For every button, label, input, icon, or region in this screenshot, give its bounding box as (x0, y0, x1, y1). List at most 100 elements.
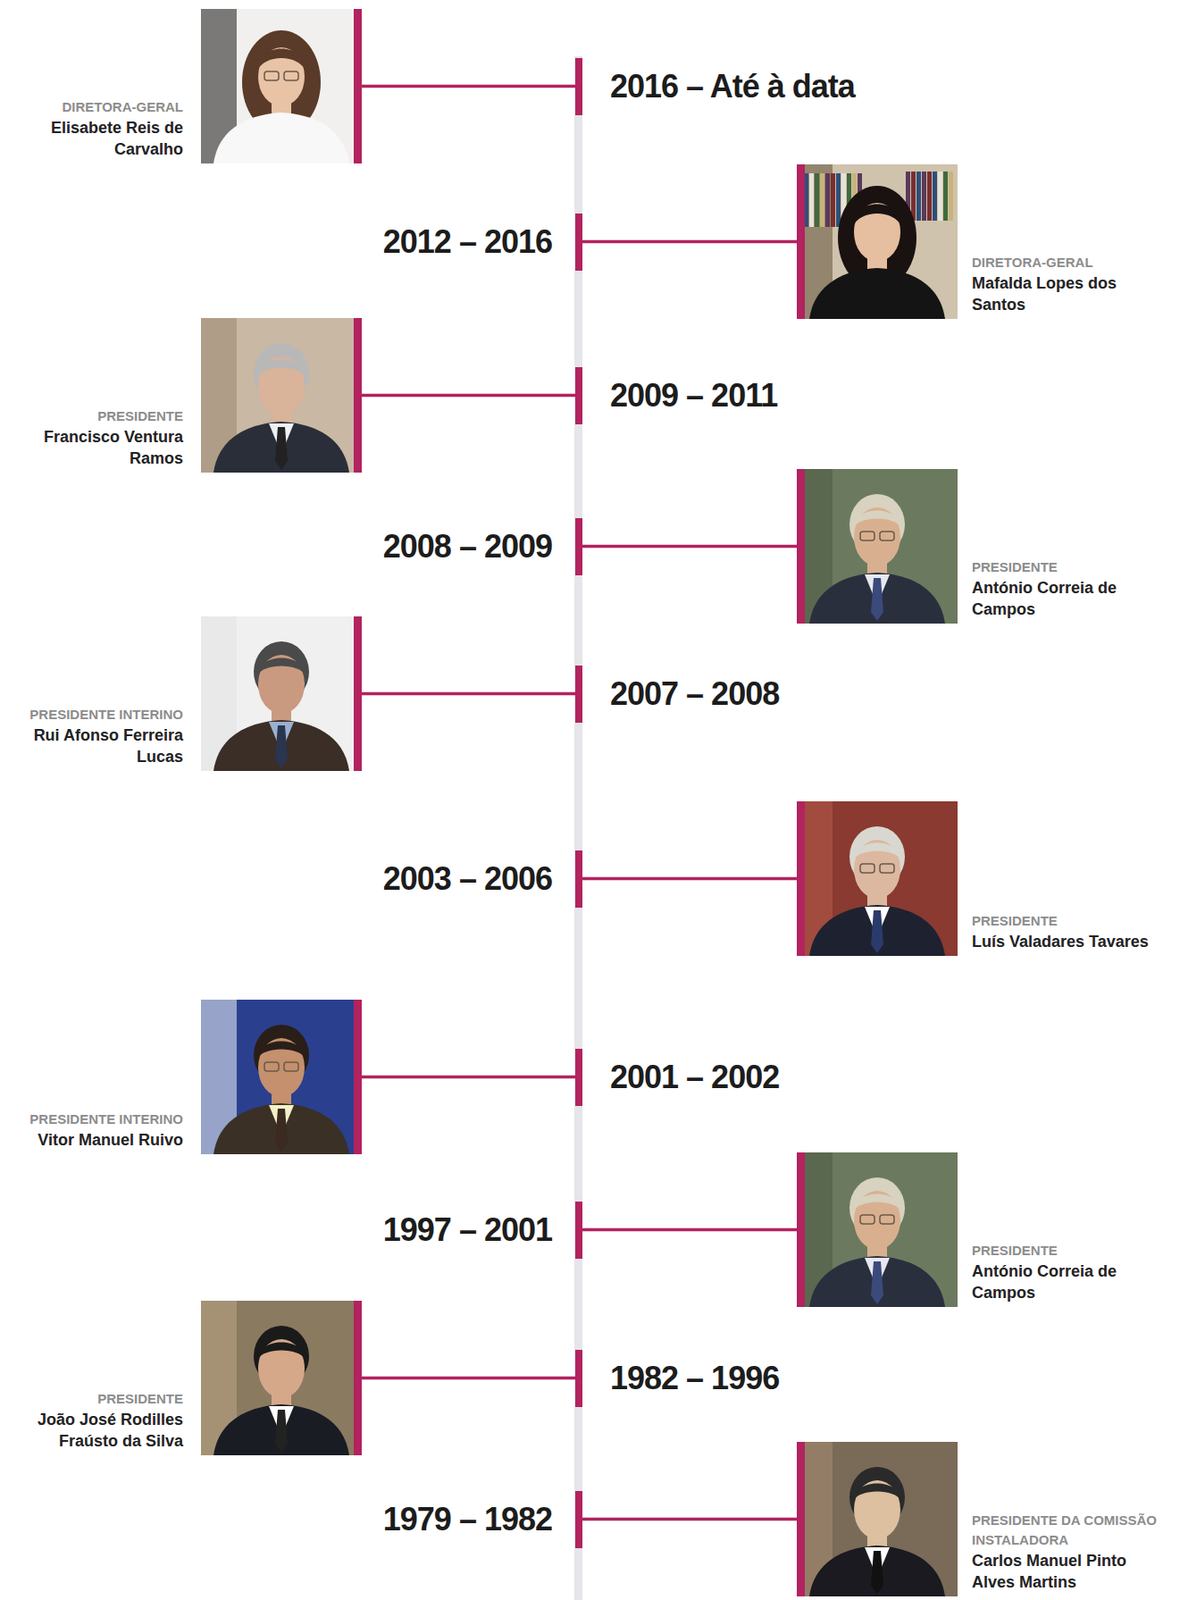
connector-line (361, 1376, 576, 1381)
tie (870, 1261, 884, 1305)
date-range: 2007 – 2008 (610, 676, 779, 712)
face (258, 1037, 305, 1097)
bookshelf (814, 173, 820, 227)
bookshelf (927, 171, 932, 221)
tick-mark (575, 1201, 583, 1259)
tick-mark (575, 850, 583, 908)
portrait-ground (200, 616, 362, 771)
hair-top (853, 1194, 902, 1213)
person-name: Vitor Manuel Ruivo (4, 1129, 184, 1151)
body (809, 572, 946, 624)
face (853, 507, 901, 567)
portrait-photo (796, 1441, 958, 1597)
body (213, 719, 350, 771)
role-label: PRESIDENTE (971, 557, 1172, 578)
date-marker: 2007 – 2008 (575, 665, 779, 723)
caption-block: PRESIDENTEAntónio Correia de Campos (971, 557, 1172, 620)
role-label: PRESIDENTE (4, 1389, 184, 1409)
portrait-photo (796, 164, 958, 319)
date-range: 1982 – 1996 (610, 1360, 779, 1397)
date-range: 2008 – 2009 (383, 528, 553, 565)
portrait-photo (200, 999, 362, 1155)
photo-frame (200, 999, 362, 1155)
hair-top (853, 1483, 902, 1502)
face (853, 839, 901, 899)
tick-mark (575, 1048, 583, 1106)
glasses (860, 1214, 875, 1224)
face (853, 1480, 901, 1540)
glasses (264, 1062, 279, 1072)
portrait-photo (796, 1152, 958, 1307)
bookshelf (820, 173, 825, 227)
bookshelf (921, 171, 927, 221)
tick-mark (575, 1490, 583, 1549)
accent-bar (353, 1300, 362, 1456)
photo-frame (796, 164, 958, 319)
person-card: PRESIDENTE INTERINORui Afonso Ferreira L… (4, 616, 362, 771)
person-name: Elisabete Reis de Carvalho (4, 117, 184, 160)
portrait-ground (200, 1300, 362, 1456)
hair-top (256, 49, 307, 73)
person-name: Carlos Manuel Pinto Alves Martins (971, 1549, 1172, 1593)
portrait-ground (796, 801, 958, 956)
caption-block: PRESIDENTE INTERINOVitor Manuel Ruivo (4, 1109, 184, 1151)
photo-frame (200, 318, 362, 473)
person-name: Francisco Ventura Ramos (4, 426, 184, 469)
body (213, 1103, 350, 1155)
glasses (264, 71, 279, 81)
tick-mark (575, 665, 583, 723)
accent-bar (353, 8, 362, 164)
date-marker: 1979 – 1982 (383, 1490, 583, 1549)
bookshelf (932, 171, 938, 221)
face (258, 356, 305, 416)
bookshelf (830, 173, 836, 227)
role-label: PRESIDENTE (4, 406, 184, 427)
person-name: Luís Valadares Tavares (971, 930, 1172, 953)
tie (870, 1550, 884, 1594)
connector-line (361, 393, 576, 398)
portrait-ground (796, 468, 958, 624)
tick-mark (575, 518, 583, 576)
bookshelf (836, 173, 841, 227)
tick-mark (575, 1349, 583, 1407)
accent-bar (796, 801, 805, 956)
portrait-ground (796, 1441, 958, 1597)
hair-top (257, 1041, 306, 1060)
date-marker: 2003 – 2006 (383, 850, 583, 908)
date-marker: 1982 – 1996 (575, 1349, 779, 1407)
caption-block: PRESIDENTE DA COMISSÃO INSTALADORACarlos… (971, 1510, 1172, 1593)
bookshelf (916, 171, 921, 221)
person-card: PRESIDENTEAntónio Correia de Campos (796, 468, 1176, 624)
person-card: PRESIDENTE INTERINOVitor Manuel Ruivo (4, 999, 362, 1155)
hair-top (853, 510, 902, 529)
portrait-ground (200, 318, 362, 473)
tie (275, 1409, 288, 1453)
glasses (879, 1214, 895, 1224)
accent-bar (353, 318, 362, 473)
role-label: PRESIDENTE (971, 911, 1172, 931)
accent-bar (796, 164, 805, 319)
tie (275, 426, 288, 470)
tick-mark (575, 58, 583, 116)
glasses (860, 531, 875, 541)
person-card: PRESIDENTEJoão José Rodilles Fraústo da … (4, 1300, 362, 1456)
date-range: 2001 – 2002 (610, 1059, 779, 1096)
hair-top (257, 658, 306, 677)
connector-line (361, 84, 576, 89)
body (213, 112, 350, 164)
hair-top (852, 204, 903, 228)
photo-frame (796, 468, 958, 624)
face (853, 1190, 901, 1250)
tie (870, 910, 884, 954)
hair-top (257, 359, 306, 378)
portrait-ground (200, 8, 362, 164)
person-card: PRESIDENTEAntónio Correia de Campos (796, 1152, 1176, 1307)
body (213, 1404, 350, 1456)
portrait-ground (200, 999, 362, 1155)
glasses (284, 1062, 299, 1072)
bookshelf (825, 173, 830, 227)
bookshelf (809, 173, 814, 227)
tick-mark (575, 367, 583, 425)
body (213, 421, 350, 473)
